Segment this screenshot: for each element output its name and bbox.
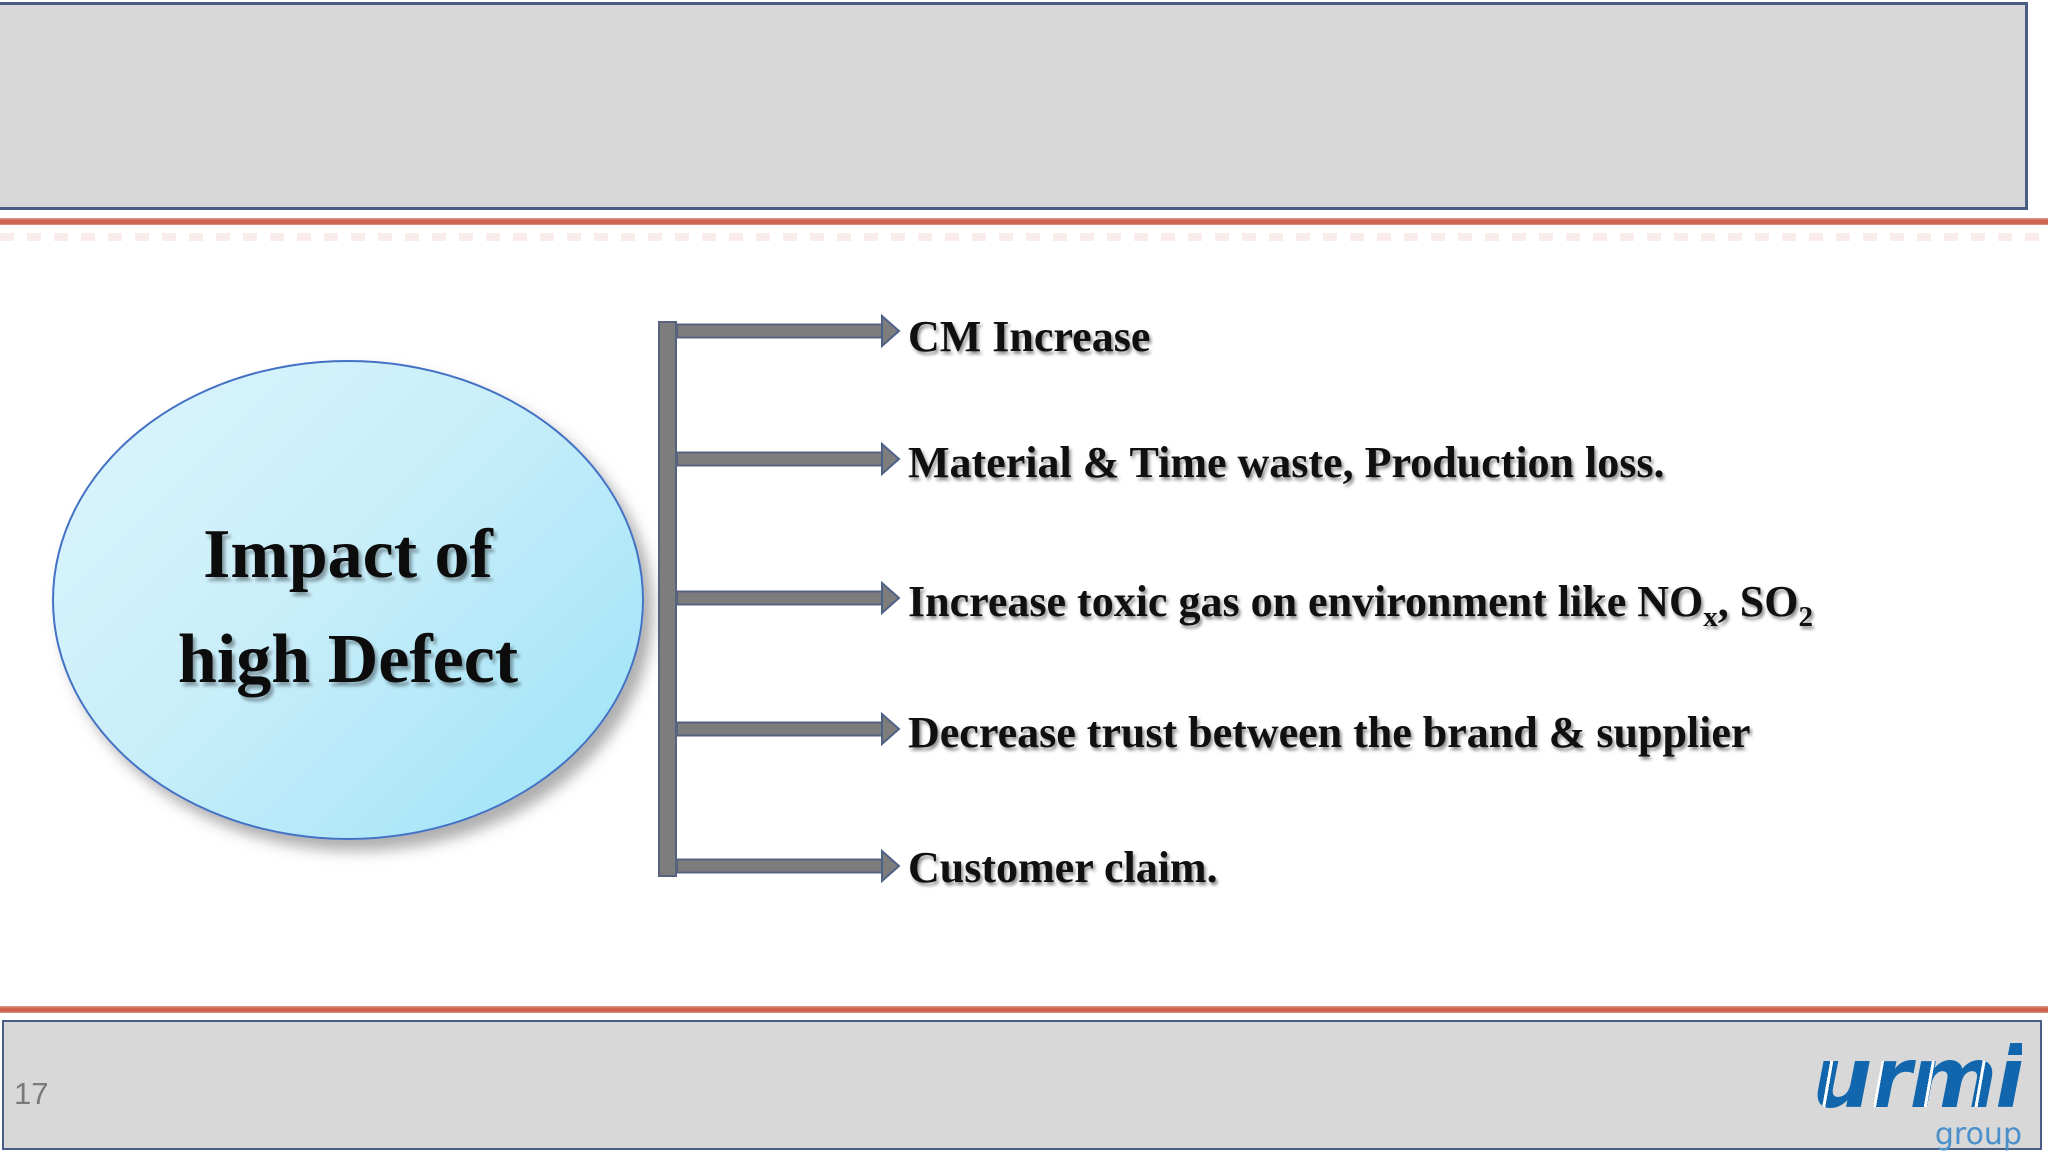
- urmi-logo-text: urmi: [1812, 1029, 2024, 1127]
- arrow-icon: [676, 580, 901, 616]
- impact-item-toxic-gas: Increase toxic gas on environment like N…: [908, 574, 1813, 633]
- impact-item-material-time-waste: Material & Time waste, Production loss.: [908, 438, 1665, 487]
- ellipse-title-line2: high Defect: [177, 621, 519, 698]
- urmi-logo-subtext: group: [1934, 1117, 2022, 1152]
- ellipse-title-line1: Impact of: [203, 516, 493, 593]
- toxic-gas-text: Increase toxic gas on environment like N…: [908, 577, 1704, 626]
- arrow-icon: [676, 848, 901, 884]
- arrow-icon: [676, 441, 901, 477]
- faint-dotted-line: [0, 233, 2048, 241]
- toxic-gas-text-mid: , SO: [1717, 577, 1799, 626]
- connector-trunk: [658, 321, 677, 877]
- impact-item-customer-claim: Customer claim.: [908, 843, 1218, 892]
- impact-item-decrease-trust: Decrease trust between the brand & suppl…: [908, 708, 1751, 757]
- arrow-icon: [676, 313, 901, 349]
- arrow-icon: [676, 711, 901, 747]
- toxic-gas-sub-2: 2: [1798, 600, 1813, 633]
- ellipse-title: Impact of high Defect: [54, 502, 642, 712]
- bottom-accent-line: [0, 1006, 2048, 1013]
- toxic-gas-sub-x: x: [1703, 600, 1718, 633]
- footer-bar: [2, 1020, 2042, 1150]
- impact-ellipse: Impact of high Defect: [52, 360, 644, 840]
- impact-item-cm-increase: CM Increase: [908, 312, 1151, 361]
- page-number: 17: [14, 1076, 49, 1111]
- urmi-group-logo: urmi group: [1812, 1029, 2024, 1152]
- top-accent-line: [0, 218, 2048, 225]
- header-bar: [0, 2, 2028, 210]
